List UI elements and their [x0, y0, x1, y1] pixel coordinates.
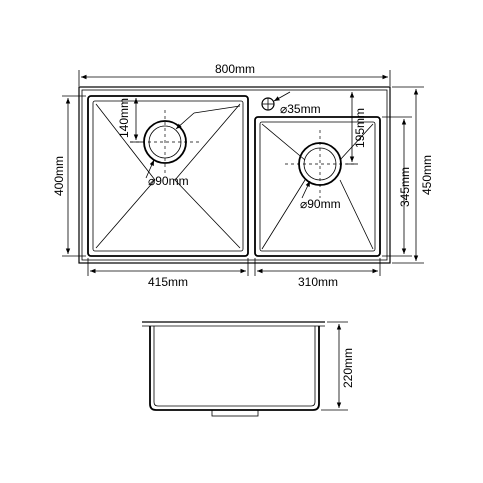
label-tap-hole: ⌀35mm	[280, 102, 321, 116]
label-left-bowl-width: 415mm	[148, 275, 188, 289]
label-total-depth: 450mm	[420, 155, 434, 195]
drain-outlet	[211, 409, 259, 417]
sink-outline-inner	[81, 89, 388, 261]
sink-outline	[78, 86, 391, 264]
label-left-bowl-depth: 400mm	[52, 156, 66, 196]
label-left-drain-offset: 140mm	[117, 98, 131, 138]
right-drain	[285, 130, 355, 198]
label-right-bowl-depth: 345mm	[398, 167, 412, 207]
left-bowl	[87, 95, 249, 257]
dimension-lines	[62, 70, 424, 276]
left-drain	[130, 110, 200, 175]
label-total-width: 800mm	[215, 62, 255, 76]
right-bowl	[254, 116, 381, 257]
dimension-labels: 800mm 415mm 310mm 400mm 345mm 450mm 140m…	[52, 62, 434, 289]
tap-hole	[261, 97, 275, 111]
label-bowl-height: 220mm	[341, 348, 355, 388]
label-left-drain: ⌀90mm	[148, 174, 189, 188]
top-view	[78, 86, 391, 264]
side-view: 220mm	[142, 321, 355, 417]
label-right-drain-offset: 195mm	[353, 108, 367, 148]
label-right-drain: ⌀90mm	[300, 197, 341, 211]
label-right-bowl-width: 310mm	[298, 275, 338, 289]
